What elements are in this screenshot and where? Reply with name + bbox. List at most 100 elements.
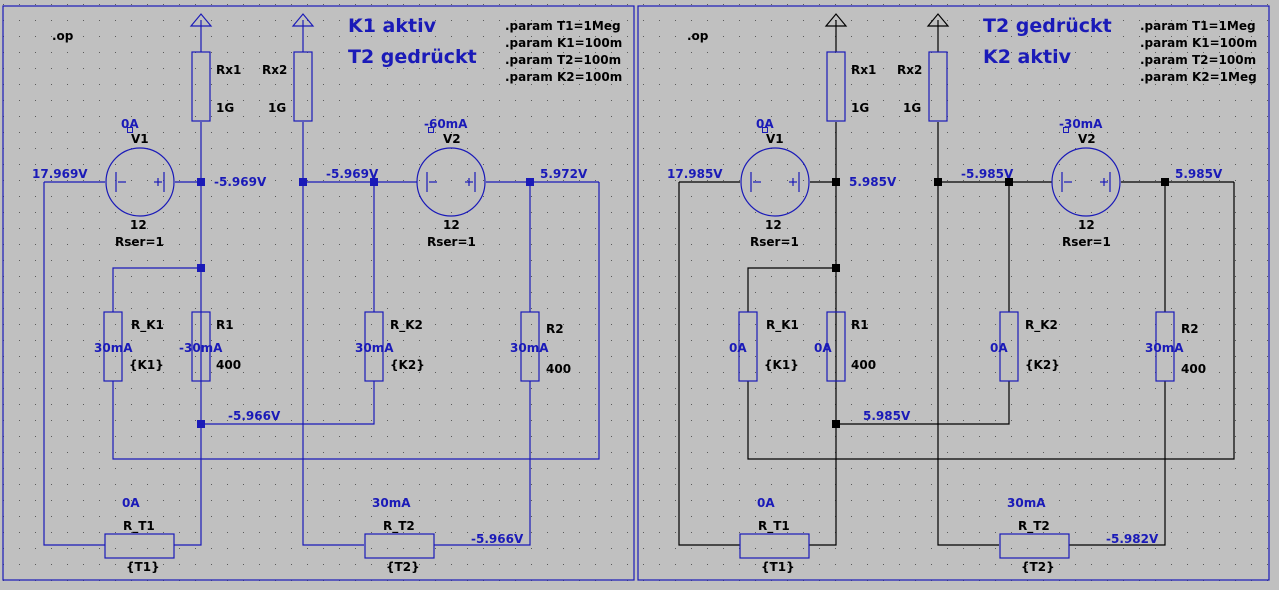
- resistor-symbol[interactable]: [364, 533, 435, 559]
- rt1-value: {T1}: [761, 560, 795, 574]
- rk1-name: R_K1: [766, 318, 799, 333]
- wire: [302, 537, 364, 546]
- v2-rser: Rser=1: [427, 235, 476, 249]
- v1-value: 12: [130, 218, 147, 232]
- rt2-name: R_T2: [1018, 519, 1050, 534]
- wire: [201, 381, 375, 425]
- node-voltage-label: -5.969V: [214, 175, 267, 189]
- resistor-symbol[interactable]: [826, 51, 846, 122]
- resistor-symbol[interactable]: [104, 533, 175, 559]
- junction-dot: [526, 178, 534, 186]
- resistor-symbol[interactable]: [826, 311, 846, 382]
- rt1-value: {T1}: [126, 560, 160, 574]
- node-voltage-label: 17.969V: [32, 167, 88, 181]
- rk1-current: 30mA: [94, 341, 133, 355]
- rx2-name: Rx2: [897, 63, 922, 77]
- rt2-value: {T2}: [386, 560, 420, 574]
- node-voltage-label: -5.985V: [961, 167, 1014, 181]
- r1-name: R1: [216, 318, 234, 332]
- param-line: .param T2=100m: [505, 53, 621, 67]
- resistor-symbol[interactable]: [293, 51, 313, 122]
- junction-dot: [832, 178, 840, 186]
- resistor-symbol[interactable]: [1155, 311, 1175, 382]
- wire: [174, 537, 202, 546]
- r1-current: -30mA: [179, 341, 223, 355]
- spice-directive: .op: [687, 29, 709, 43]
- r2-name: R2: [546, 322, 564, 336]
- rx1-value: 1G: [851, 101, 869, 115]
- resistor-symbol[interactable]: [103, 311, 123, 382]
- rx1-name: Rx1: [216, 63, 241, 77]
- v1-name: V1: [766, 132, 784, 146]
- junction-dot: [832, 264, 840, 272]
- param-line: .param K1=100m: [505, 36, 622, 50]
- param-line: .param K2=1Meg: [1140, 70, 1257, 84]
- panel-frame: [2, 5, 635, 581]
- junction-dot: [197, 264, 205, 272]
- node-voltage-label: -5.969V: [326, 167, 379, 181]
- rk1-value: {K1}: [129, 358, 164, 372]
- voltage-source-symbol[interactable]: [1051, 147, 1121, 217]
- rt1-current: 0A: [757, 496, 775, 510]
- v1-current: 0A: [121, 117, 139, 131]
- resistor-symbol[interactable]: [739, 533, 810, 559]
- resistor-symbol[interactable]: [364, 311, 384, 382]
- panel-frame: [637, 5, 1270, 581]
- rt2-current: 30mA: [372, 496, 411, 510]
- node-voltage-label: 5.985V: [849, 175, 897, 189]
- power-flag-icon: [291, 13, 315, 27]
- rx2-name: Rx2: [262, 63, 287, 77]
- resistor-symbol[interactable]: [928, 51, 948, 122]
- rt2-name: R_T2: [383, 519, 415, 534]
- node-voltage-label: -5.982V: [1106, 532, 1159, 546]
- v2-current: -30mA: [1059, 117, 1103, 131]
- junction-dot: [934, 178, 942, 186]
- resistor-symbol[interactable]: [738, 311, 758, 382]
- voltage-source-symbol[interactable]: [416, 147, 486, 217]
- panel-title-line1: T2 gedrückt: [983, 15, 1112, 37]
- rk2-name: R_K2: [1025, 318, 1058, 333]
- wire: [112, 267, 201, 312]
- param-line: .param K1=100m: [1140, 36, 1257, 50]
- probe-marker: [127, 127, 133, 133]
- resistor-symbol[interactable]: [191, 311, 211, 382]
- resistor-symbol[interactable]: [999, 311, 1019, 382]
- voltage-source-symbol[interactable]: [740, 147, 810, 217]
- rk1-name: R_K1: [131, 318, 164, 333]
- probe-marker: [1063, 127, 1069, 133]
- v2-value: 12: [1078, 218, 1095, 232]
- probe-marker: [762, 127, 768, 133]
- junction-dot: [197, 420, 205, 428]
- rk2-current: 30mA: [355, 341, 394, 355]
- junction-dot: [197, 178, 205, 186]
- r2-current: 30mA: [1145, 341, 1184, 355]
- power-flag-icon: [824, 13, 848, 27]
- rk1-current: 0A: [729, 341, 747, 355]
- voltage-source-symbol[interactable]: [105, 147, 175, 217]
- power-flag-icon: [189, 13, 213, 27]
- r2-value: 400: [1181, 362, 1206, 376]
- node-voltage-label: 5.972V: [540, 167, 588, 181]
- panel-title-line2: T2 gedrückt: [348, 46, 477, 68]
- resistor-symbol[interactable]: [999, 533, 1070, 559]
- power-flag-icon: [926, 13, 950, 27]
- junction-dot: [299, 178, 307, 186]
- resistor-symbol[interactable]: [191, 51, 211, 122]
- v1-name: V1: [131, 132, 149, 146]
- v2-name: V2: [1078, 132, 1096, 146]
- v2-rser: Rser=1: [1062, 235, 1111, 249]
- r1-current: 0A: [814, 341, 832, 355]
- rt2-current: 30mA: [1007, 496, 1046, 510]
- wire: [747, 182, 1235, 460]
- wire: [678, 182, 740, 546]
- node-voltage-label: 5.985V: [1175, 167, 1223, 181]
- rk2-value: {K2}: [1025, 358, 1060, 372]
- resistor-symbol[interactable]: [520, 311, 540, 382]
- rt1-name: R_T1: [758, 519, 790, 534]
- node-voltage-label: 5.985V: [863, 409, 911, 423]
- rx2-value: 1G: [903, 101, 921, 115]
- wire: [1069, 381, 1166, 546]
- r2-current: 30mA: [510, 341, 549, 355]
